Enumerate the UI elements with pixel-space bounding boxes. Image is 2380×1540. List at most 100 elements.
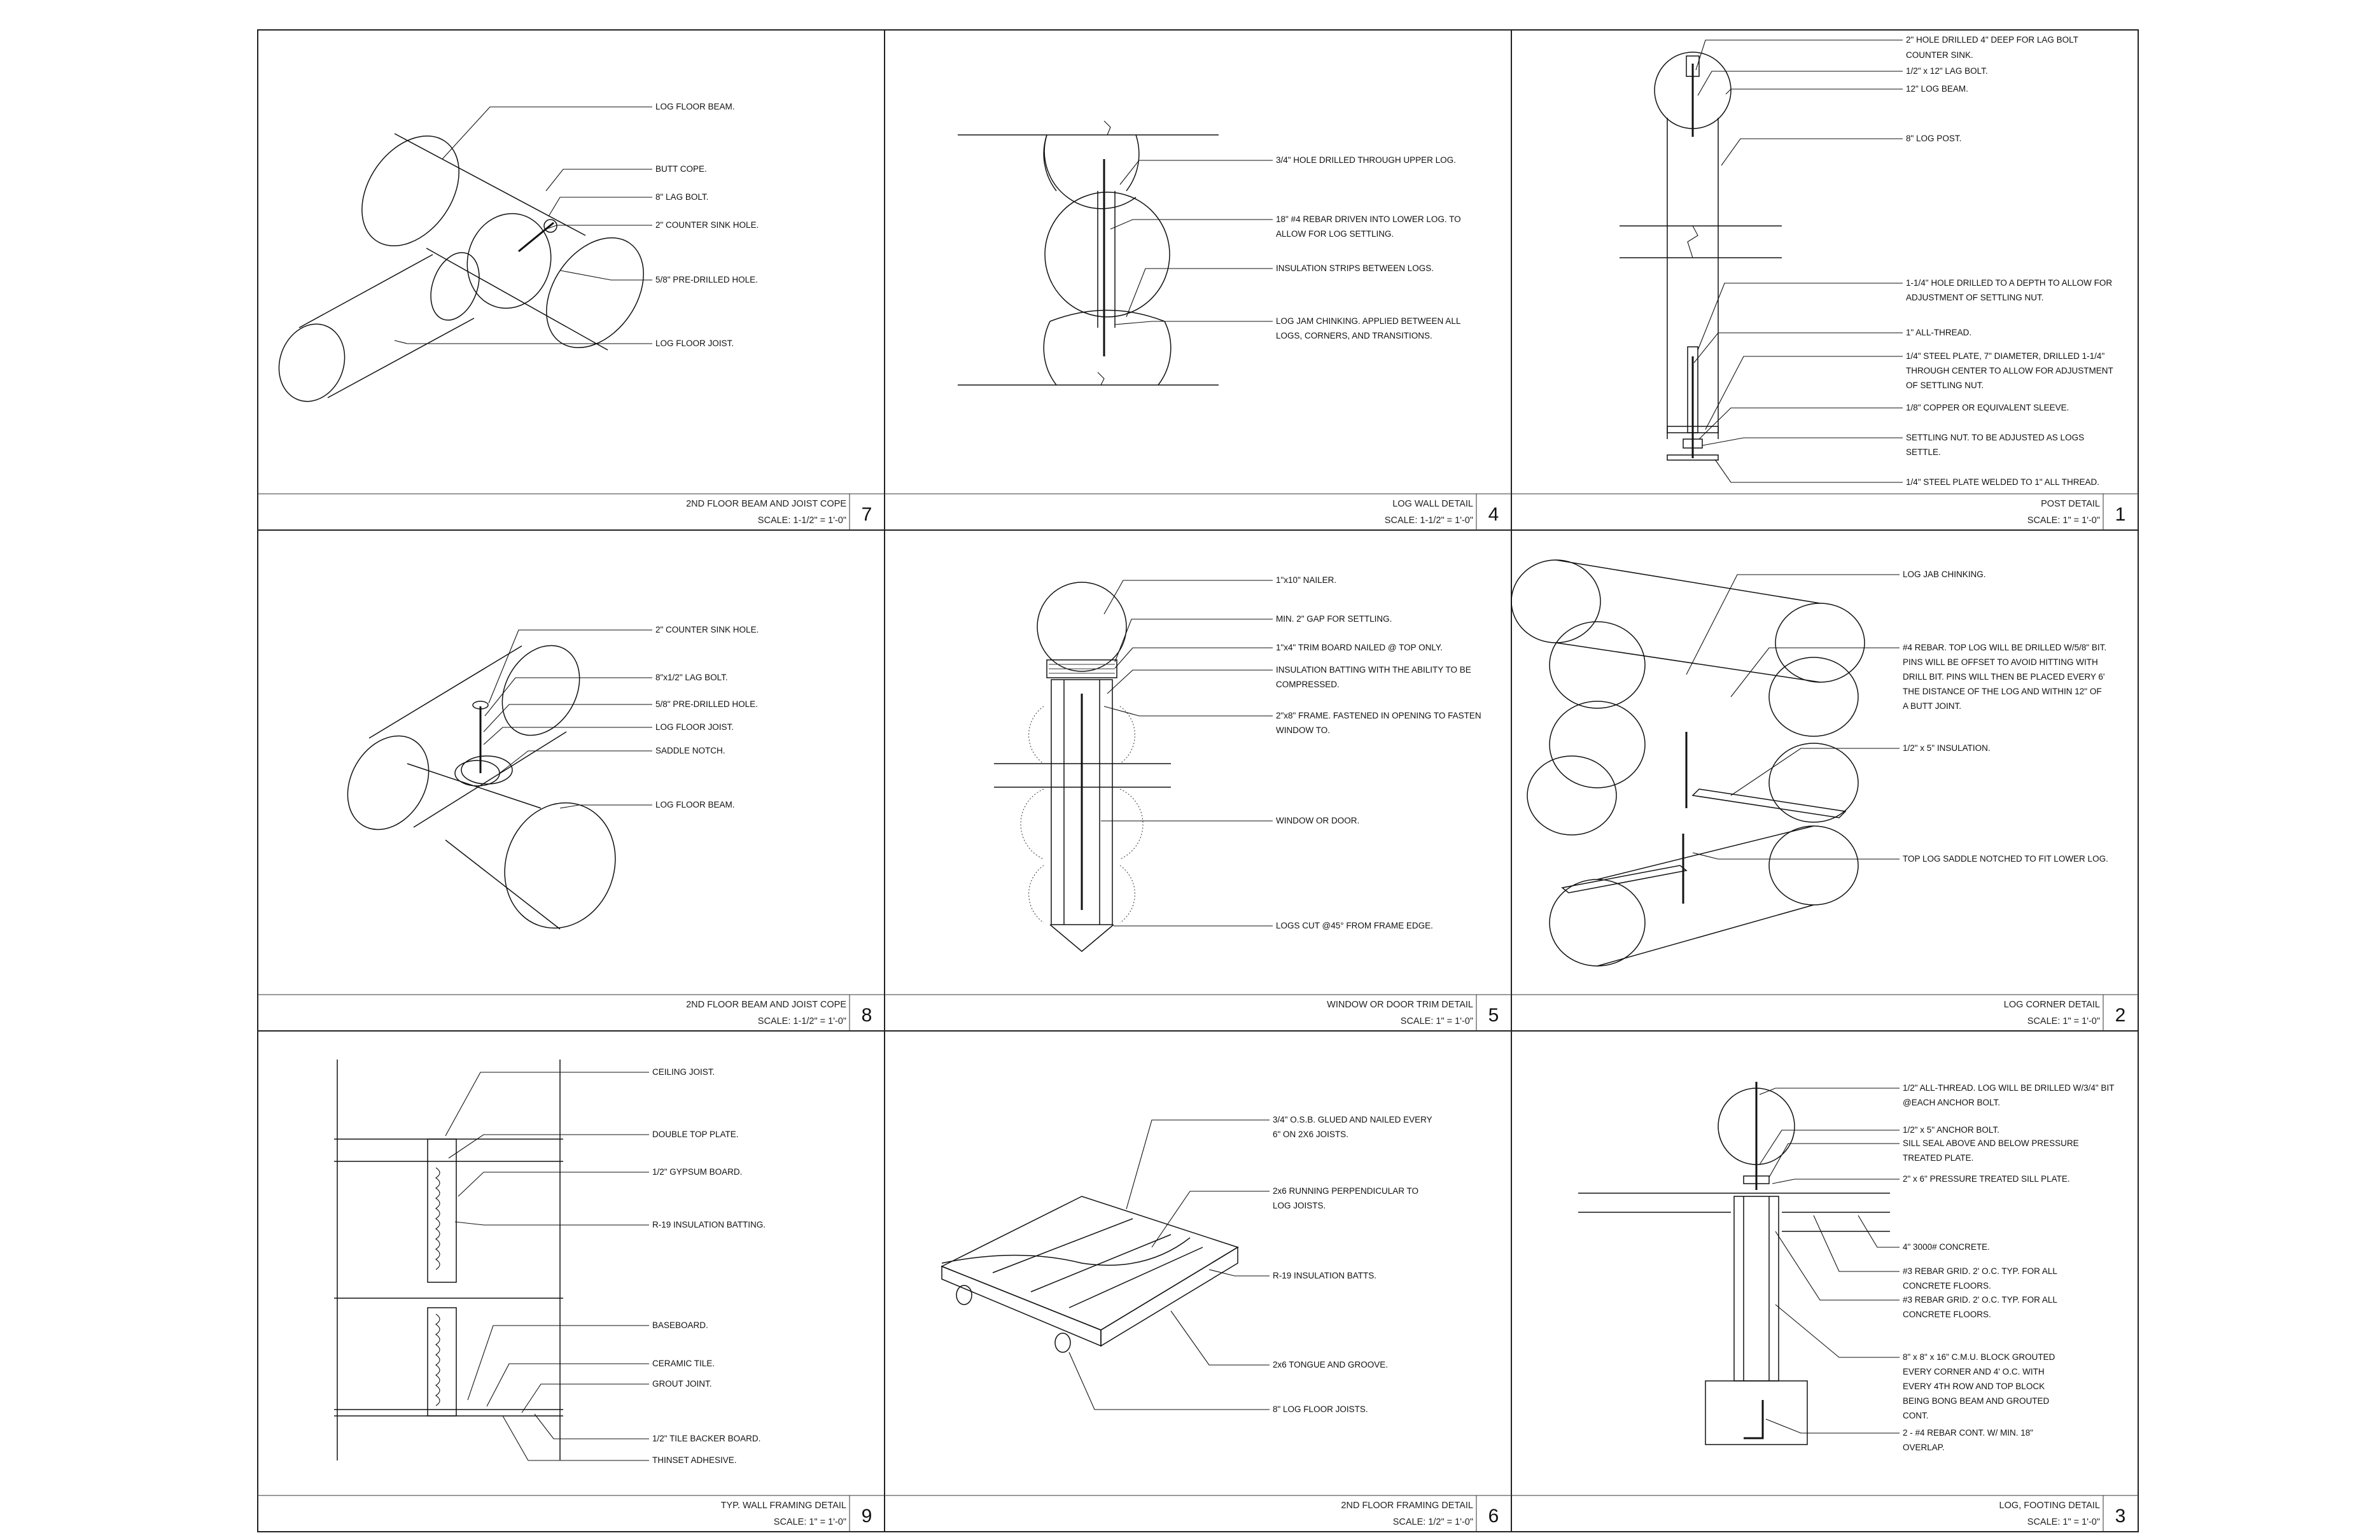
note: 2x6 TONGUE AND GROOVE.: [1273, 1360, 1388, 1369]
detail-title: WINDOW OR DOOR TRIM DETAIL: [1327, 1000, 1473, 1010]
detail-number: 3: [2115, 1506, 2126, 1527]
note: #3 REBAR GRID. 2' O.C. TYP. FOR ALL: [1903, 1266, 2057, 1276]
note: 12" LOG BEAM.: [1906, 84, 1968, 94]
note: 8" LAG BOLT.: [655, 192, 708, 202]
detail-2-drawing: [1511, 559, 1900, 967]
detail-8-drawing: [347, 629, 652, 930]
note: LOG JAB CHINKING.: [1903, 570, 1986, 579]
note: 1"x10" NAILER.: [1276, 575, 1336, 585]
note: SADDLE NOTCH.: [655, 746, 725, 755]
detail-9-notes: CEILING JOIST. DOUBLE TOP PLATE. 1/2" GY…: [652, 1067, 872, 1527]
note: 2"x8" FRAME. FASTENED IN OPENING TO FAST…: [1276, 711, 1481, 720]
note: 2" HOLE DRILLED 4" DEEP FOR LAG BOLT: [1906, 35, 2078, 45]
detail-number: 7: [862, 504, 872, 525]
note: 8" LOG FLOOR JOISTS.: [1273, 1404, 1368, 1414]
note: 1-1/4" HOLE DRILLED TO A DEPTH TO ALLOW …: [1906, 278, 2112, 288]
note: 2" COUNTER SINK HOLE.: [655, 625, 759, 634]
detail-9-drawing: [334, 1060, 649, 1461]
detail-1-notes: 2" HOLE DRILLED 4" DEEP FOR LAG BOLT COU…: [1906, 35, 2125, 526]
detail-scale: SCALE: 1-1/2" = 1'-0": [1385, 515, 1473, 526]
note: INSULATION BATTING WITH THE ABILITY TO B…: [1276, 665, 1471, 675]
note: 1/2" GYPSUM BOARD.: [652, 1167, 742, 1177]
note: 2x6 RUNNING PERPENDICULAR TO: [1273, 1186, 1418, 1196]
note: R-19 INSULATION BATTS.: [1273, 1271, 1376, 1280]
note: WINDOW TO.: [1276, 725, 1330, 735]
note: @EACH ANCHOR BOLT.: [1903, 1098, 2000, 1107]
note: 1/8" COPPER OR EQUIVALENT SLEEVE.: [1906, 403, 2069, 412]
note: 2 - #4 REBAR CONT. W/ MIN. 18": [1903, 1428, 2033, 1438]
note: 18" #4 REBAR DRIVEN INTO LOWER LOG. TO: [1276, 214, 1461, 224]
note: TOP LOG SADDLE NOTCHED TO FIT LOWER LOG.: [1903, 854, 2108, 864]
detail-scale: SCALE: 1" = 1'-0": [1401, 1016, 1473, 1026]
detail-title: 2ND FLOOR BEAM AND JOIST COPE: [686, 1000, 846, 1010]
note: THE DISTANCE OF THE LOG AND WITHIN 12" O…: [1903, 687, 2102, 696]
note: 1"x4" TRIM BOARD NAILED @ TOP ONLY.: [1276, 643, 1443, 652]
note: OVERLAP.: [1903, 1443, 1945, 1452]
note: 6" ON 2X6 JOISTS.: [1273, 1130, 1348, 1139]
note: LOG FLOOR BEAM.: [655, 102, 735, 111]
note: 3/4" O.S.B. GLUED AND NAILED EVERY: [1273, 1115, 1432, 1124]
detail-title: LOG CORNER DETAIL: [2004, 1000, 2100, 1010]
note: PINS WILL BE OFFSET TO AVOID HITTING WIT…: [1903, 657, 2098, 667]
detail-scale: SCALE: 1-1/2" = 1'-0": [758, 515, 846, 526]
detail-title: POST DETAIL: [2041, 499, 2100, 509]
detail-3-drawing: [1578, 1082, 1900, 1445]
note: A BUTT JOINT.: [1903, 701, 1961, 711]
note: DOUBLE TOP PLATE.: [652, 1130, 739, 1139]
note: SILL SEAL ABOVE AND BELOW PRESSURE: [1903, 1138, 2079, 1148]
note: 5/8" PRE-DRILLED HOLE.: [655, 275, 758, 284]
note: LOG FLOOR BEAM.: [655, 800, 735, 809]
note: 1/2" ALL-THREAD. LOG WILL BE DRILLED W/3…: [1903, 1083, 2114, 1093]
note: TREATED PLATE.: [1903, 1153, 1973, 1163]
note: LOGS CUT @45° FROM FRAME EDGE.: [1276, 921, 1433, 930]
note: CEILING JOIST.: [652, 1067, 715, 1077]
note: MIN. 2" GAP FOR SETTLING.: [1276, 614, 1392, 624]
note: LOG JAM CHINKING. APPLIED BETWEEN ALL: [1276, 316, 1461, 326]
note: EVERY CORNER AND 4' O.C. WITH: [1903, 1367, 2045, 1376]
note: 5/8" PRE-DRILLED HOLE.: [655, 699, 758, 709]
detail-title: 2ND FLOOR BEAM AND JOIST COPE: [686, 499, 846, 509]
detail-6-drawing: [941, 1119, 1270, 1410]
note: 2" COUNTER SINK HOLE.: [655, 220, 759, 230]
note: CONCRETE FLOORS.: [1903, 1281, 1991, 1291]
note: ALLOW FOR LOG SETTLING.: [1276, 229, 1394, 239]
detail-scale: SCALE: 1" = 1'-0": [2027, 1517, 2100, 1527]
note: THINSET ADHESIVE.: [652, 1455, 737, 1465]
detail-3-notes: 1/2" ALL-THREAD. LOG WILL BE DRILLED W/3…: [1903, 1083, 2125, 1527]
note: BASEBOARD.: [652, 1320, 708, 1330]
detail-number: 8: [862, 1005, 872, 1026]
note: LOG FLOOR JOIST.: [655, 339, 734, 348]
detail-4-drawing: [958, 120, 1273, 386]
note: CONT.: [1903, 1411, 1929, 1420]
note: 1/2" x 12" LAG BOLT.: [1906, 66, 1988, 76]
note: 1/2" x 5" INSULATION.: [1903, 743, 1991, 753]
detail-number: 2: [2115, 1005, 2126, 1026]
note: 8"x1/2" LAG BOLT.: [655, 673, 728, 682]
detail-title: 2ND FLOOR FRAMING DETAIL: [1341, 1501, 1473, 1511]
detail-number: 6: [1488, 1506, 1499, 1527]
note: ADJUSTMENT OF SETTLING NUT.: [1906, 293, 2044, 302]
detail-number: 1: [2115, 504, 2126, 525]
note: BEING BONG BEAM AND GROUTED: [1903, 1396, 2050, 1406]
detail-5-notes: 1"x10" NAILER. MIN. 2" GAP FOR SETTLING.…: [1276, 575, 1499, 1026]
sheet-grid: [257, 29, 2139, 1532]
detail-number: 4: [1488, 504, 1499, 525]
note: #4 REBAR. TOP LOG WILL BE DRILLED W/5/8"…: [1903, 643, 2106, 652]
note: GROUT JOINT.: [652, 1379, 712, 1389]
note: R-19 INSULATION BATTING.: [652, 1220, 766, 1229]
note: LOG FLOOR JOIST.: [655, 722, 734, 732]
note: 8" x 8" x 16" C.M.U. BLOCK GROUTED: [1903, 1352, 2055, 1362]
note: 2" x 6" PRESSURE TREATED SILL PLATE.: [1903, 1174, 2070, 1184]
note: 1" ALL-THREAD.: [1906, 328, 1971, 337]
note: LOG JOISTS.: [1273, 1201, 1326, 1210]
detail-title: LOG WALL DETAIL: [1392, 499, 1473, 509]
detail-title: LOG, FOOTING DETAIL: [1999, 1501, 2100, 1511]
note: 1/4" STEEL PLATE WELDED TO 1" ALL THREAD…: [1906, 477, 2099, 487]
note: DRILL BIT. PINS WILL THEN BE PLACED EVER…: [1903, 672, 2104, 682]
detail-title: TYP. WALL FRAMING DETAIL: [721, 1501, 846, 1511]
note: SETTLING NUT. TO BE ADJUSTED AS LOGS: [1906, 433, 2084, 442]
note: 1/2" x 5" ANCHOR BOLT.: [1903, 1125, 1999, 1135]
detail-6-notes: 3/4" O.S.B. GLUED AND NAILED EVERY 6" ON…: [1273, 1115, 1499, 1527]
detail-7-notes: LOG FLOOR BEAM. BUTT COPE. 8" LAG BOLT. …: [655, 102, 872, 526]
